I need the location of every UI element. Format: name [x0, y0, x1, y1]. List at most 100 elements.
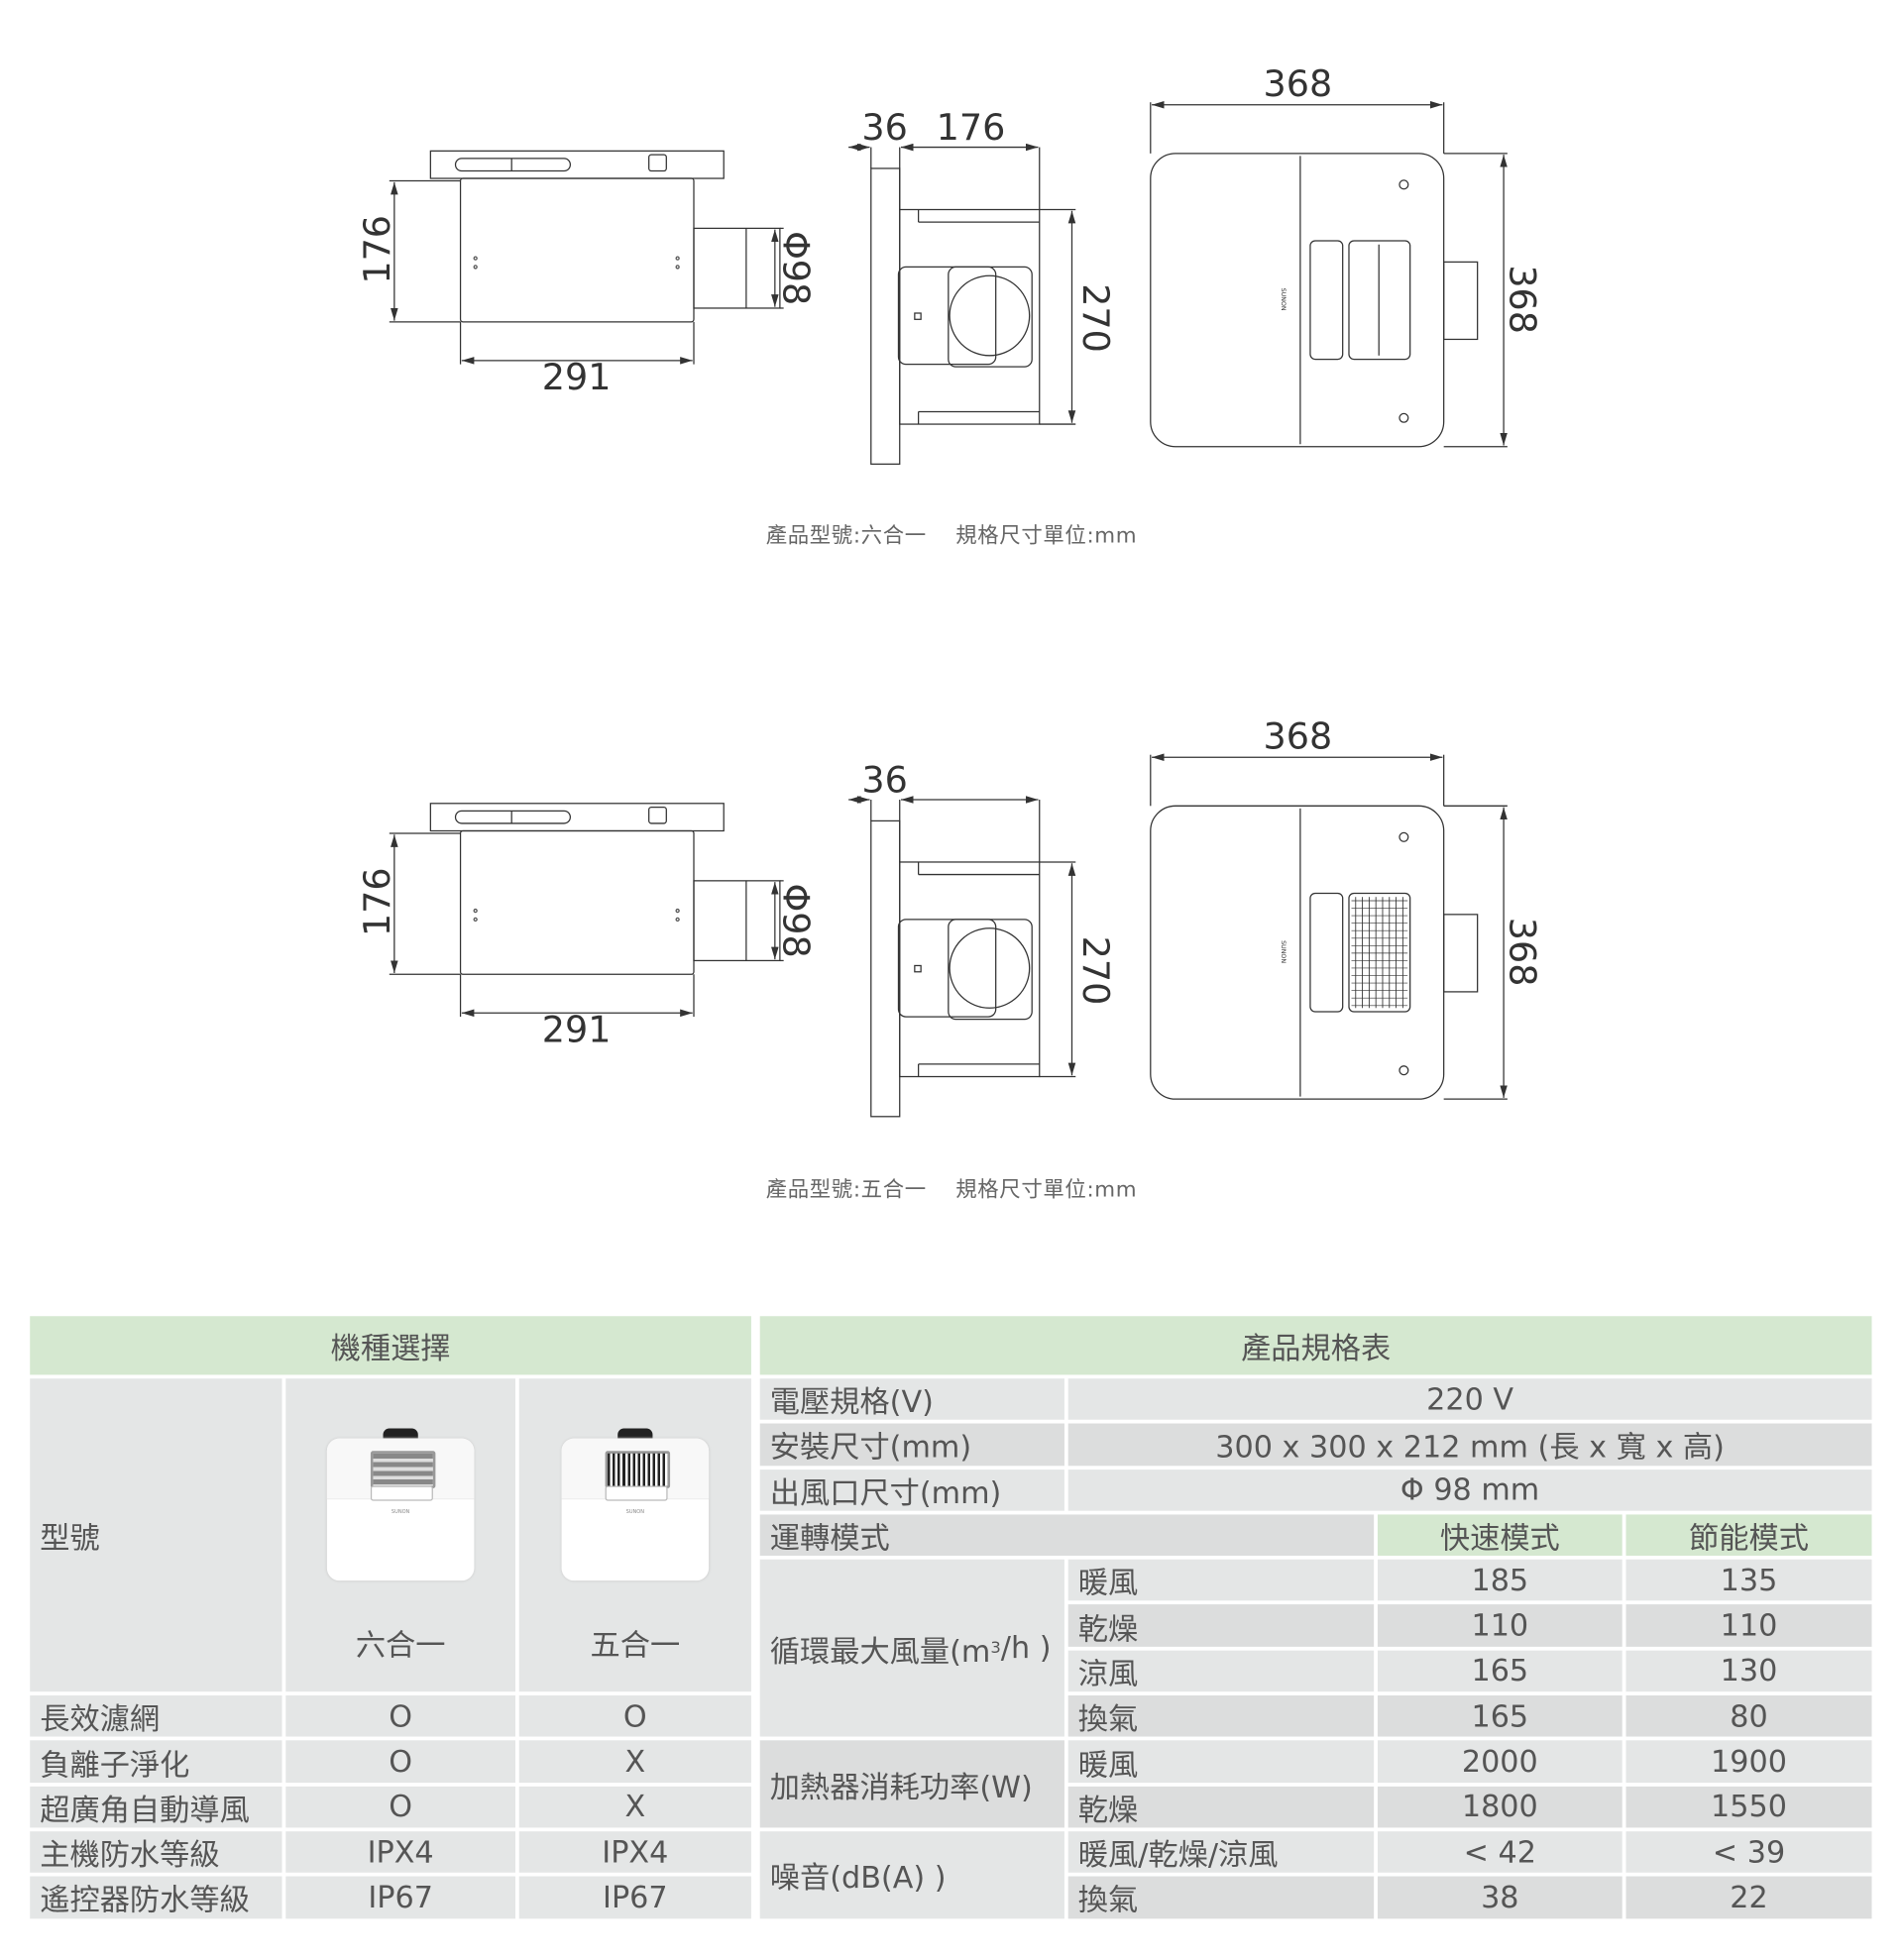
screw-hole	[675, 917, 680, 923]
fan-outlet	[949, 274, 1031, 357]
fan-outlet	[949, 927, 1031, 1009]
feature-value: O	[518, 1695, 751, 1737]
feature-value: X	[518, 1786, 751, 1828]
feature-value: IP67	[518, 1876, 751, 1918]
fast-mode-header: 快速模式	[1377, 1514, 1623, 1557]
heater-fast: 2000	[1377, 1740, 1623, 1783]
connector	[648, 806, 667, 824]
heater-eco: 1900	[1625, 1740, 1872, 1783]
noise-label: 噪音(dB(A) )	[759, 1831, 1064, 1918]
model-six-in-one: SUNON 六合一	[285, 1378, 515, 1692]
noise-eco: 22	[1625, 1876, 1872, 1918]
front-view-plate	[870, 819, 901, 1118]
mode-label: 運轉模式	[759, 1514, 1375, 1557]
dimension-label: 36	[861, 758, 907, 801]
dimension-label: 368	[1501, 918, 1543, 987]
connector	[648, 154, 667, 172]
motor-housing	[897, 919, 997, 1018]
feature-value: O	[285, 1740, 515, 1783]
airflow-eco: 110	[1625, 1604, 1872, 1647]
product-image-five-in-one: SUNON	[561, 1428, 710, 1581]
duct	[693, 227, 781, 309]
eco-mode-header: 節能模式	[1625, 1514, 1872, 1557]
drawing-caption: 產品型號:五合一 規格尺寸單位:mm	[765, 1177, 1138, 1203]
dimension-label: 176	[356, 215, 398, 284]
airflow-fast: 165	[1377, 1695, 1623, 1737]
model-label: 型號	[30, 1378, 282, 1692]
noise-mode: 換氣	[1067, 1876, 1375, 1918]
brand-logo: SUNON	[1280, 940, 1287, 963]
feature-label: 長效濾網	[30, 1695, 282, 1737]
duct	[693, 880, 781, 962]
airflow-fast: 185	[1377, 1559, 1623, 1601]
side-view-top-plate	[429, 803, 725, 832]
feature-label: 主機防水等級	[30, 1831, 282, 1874]
feature-value: X	[518, 1740, 751, 1783]
screw-hole	[675, 265, 680, 270]
dimension-label: Φ98	[775, 884, 818, 958]
vent-louver	[1348, 240, 1411, 361]
brand-logo: SUNON	[1280, 288, 1287, 311]
model-table-title: 機種選擇	[30, 1316, 751, 1375]
heater-fast: 1800	[1377, 1786, 1623, 1828]
dimension-label: 291	[542, 1008, 612, 1050]
airflow-fast: 165	[1377, 1650, 1623, 1692]
heater-grille	[1348, 892, 1411, 1013]
feature-value: O	[285, 1695, 515, 1737]
install-size-label: 安裝尺寸(mm)	[759, 1423, 1064, 1466]
indicator	[914, 312, 922, 320]
model-name: 六合一	[355, 1627, 446, 1664]
dimension-label: 368	[1501, 265, 1543, 334]
dimension-label: 270	[1074, 283, 1117, 353]
light-panel	[1309, 892, 1344, 1013]
indicator	[914, 964, 922, 973]
screw-hole	[675, 256, 680, 261]
spec-table-title: 產品規格表	[759, 1316, 1872, 1375]
airflow-mode: 乾燥	[1067, 1604, 1375, 1647]
feature-value: O	[285, 1786, 515, 1828]
dimension-label: 270	[1074, 936, 1117, 1006]
airflow-eco: 135	[1625, 1559, 1872, 1601]
slot	[454, 158, 571, 172]
feature-value: IP67	[285, 1876, 515, 1918]
dimension-label: 291	[542, 356, 612, 398]
fan-housing	[948, 266, 1033, 368]
airflow-eco: 130	[1625, 1650, 1872, 1692]
noise-eco: < 39	[1625, 1831, 1872, 1874]
dimension-label: 176	[356, 867, 398, 936]
noise-fast: 38	[1377, 1876, 1623, 1918]
feature-value: IPX4	[518, 1831, 751, 1874]
model-five-in-one: SUNON 五合一	[518, 1378, 751, 1692]
side-view-top-plate	[429, 150, 725, 179]
noise-mode: 暖風/乾燥/涼風	[1067, 1831, 1375, 1874]
voltage-label: 電壓規格(V)	[759, 1378, 1064, 1421]
model-name: 五合一	[590, 1627, 681, 1664]
install-size-value: 300 x 300 x 212 mm (長 x 寬 x 高)	[1067, 1423, 1872, 1466]
product-image-six-in-one: SUNON	[326, 1428, 475, 1581]
airflow-mode: 涼風	[1067, 1650, 1375, 1692]
mount-hole	[1399, 412, 1409, 423]
voltage-value: 220 V	[1067, 1378, 1872, 1421]
slot	[454, 810, 571, 824]
outlet-size-value: Φ 98 mm	[1067, 1469, 1872, 1511]
spec-table: 電壓規格(V) 220 V 安裝尺寸(mm) 300 x 300 x 212 m…	[759, 1378, 1872, 1918]
front-view-body	[899, 861, 1041, 1078]
motor-housing	[897, 266, 997, 366]
outlet-size-label: 出風口尺寸(mm)	[759, 1469, 1064, 1511]
screw-hole	[473, 256, 478, 261]
light-panel	[1309, 240, 1344, 361]
fan-housing	[948, 919, 1033, 1021]
duct	[1443, 261, 1479, 341]
dimension-label: 176	[937, 106, 1006, 149]
model-table: 型號 SUNON 六合一 SUNON 五合一 長效濾網 O O 負離子淨化 O …	[30, 1378, 751, 1918]
drawing-caption: 產品型號:六合一 規格尺寸單位:mm	[765, 523, 1138, 549]
duct	[1443, 914, 1479, 993]
dimension-label: Φ98	[775, 231, 818, 305]
screw-hole	[675, 908, 680, 914]
heater-mode: 暖風	[1067, 1740, 1375, 1783]
mount-hole	[1399, 179, 1409, 190]
